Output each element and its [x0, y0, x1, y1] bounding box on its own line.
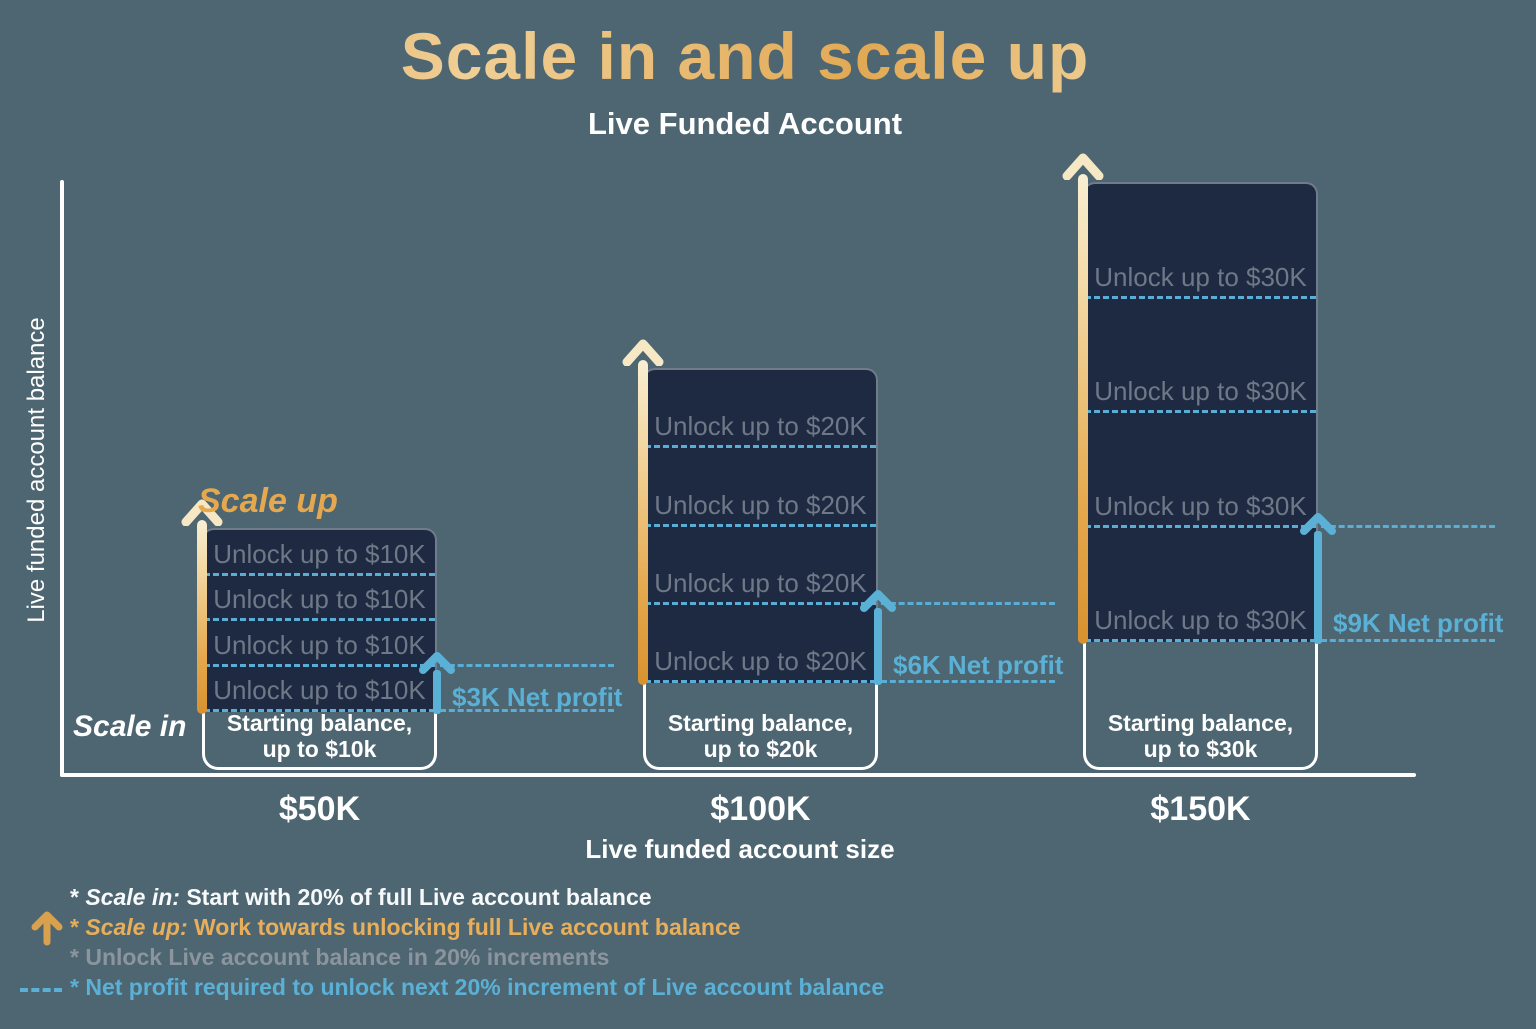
- footnote-scale-in: * Scale in: Start with 20% of full Live …: [70, 884, 652, 911]
- starting-balance-line2: up to $30k: [1143, 735, 1258, 762]
- y-axis-line: [60, 180, 64, 777]
- gold-up-arrow-icon: [31, 911, 63, 946]
- footnote-net-profit: * Net profit required to unlock next 20%…: [70, 974, 884, 1001]
- scale-up-label: Scale up: [198, 482, 338, 520]
- x-tick-150k: $150K: [1150, 790, 1251, 828]
- footnote-star: *: [70, 944, 86, 970]
- x-axis-line: [60, 773, 1416, 777]
- unlock-segment: Unlock up to $10K: [204, 667, 435, 712]
- footnote-text: Unlock Live account balance in 20% incre…: [85, 944, 610, 970]
- unlock-segment: Unlock up to $30K: [1085, 413, 1316, 528]
- unlock-segment: Unlock up to $20K: [645, 448, 876, 527]
- scale-up-arrow-shaft: [1078, 174, 1088, 644]
- x-axis-label: Live funded account size: [585, 834, 895, 864]
- scale-in-label: Scale in: [73, 710, 187, 743]
- footnote-star: *: [70, 974, 86, 1000]
- starting-balance-box-150k: Starting balance, up to $30k: [1083, 642, 1318, 770]
- scale-up-arrow-head-icon: [181, 499, 223, 526]
- net-profit-arrow-head-icon: [1300, 513, 1336, 535]
- net-profit-dash-line: [1321, 525, 1495, 528]
- page-subtitle: Live Funded Account: [587, 106, 903, 141]
- net-profit-label: $6K Net profit: [893, 650, 1064, 680]
- net-profit-label: $3K Net profit: [452, 682, 623, 712]
- unlock-segment: Unlock up to $30K: [1085, 184, 1316, 299]
- net-profit-label: $9K Net profit: [1333, 608, 1504, 638]
- bar-50k: Unlock up to $10K Unlock up to $10K Unlo…: [202, 528, 437, 712]
- footnote-star: *: [70, 884, 86, 910]
- net-profit-arrow-shaft: [874, 608, 882, 685]
- net-profit-arrow-head-icon: [419, 652, 455, 674]
- footnote-text: Start with 20% of full Live account bala…: [179, 884, 652, 910]
- net-profit-arrow-shaft: [433, 670, 441, 714]
- starting-balance-line1: Starting balance,: [1107, 710, 1294, 737]
- x-tick-50k: $50K: [278, 790, 361, 828]
- starting-balance-line2: up to $20k: [703, 735, 818, 762]
- starting-balance-line1: Starting balance,: [667, 710, 854, 737]
- net-profit-arrow-shaft: [1314, 531, 1322, 644]
- unlock-segment: Unlock up to $10K: [204, 621, 435, 667]
- net-profit-arrow-head-icon: [860, 590, 896, 612]
- scale-up-arrow-head-icon: [622, 339, 664, 366]
- net-profit-dash-line: [440, 709, 614, 712]
- y-axis-label: Live funded account balance: [23, 317, 50, 623]
- starting-balance-line2: up to $10k: [262, 735, 377, 762]
- unlock-segment: Unlock up to $20K: [645, 527, 876, 605]
- net-profit-dash-line: [881, 602, 1055, 605]
- unlock-segment: Unlock up to $20K: [645, 605, 876, 683]
- unlock-segment: Unlock up to $20K: [645, 370, 876, 449]
- page-title: Scale in and scale up: [0, 18, 1490, 94]
- footnote-term: Scale up:: [85, 914, 188, 940]
- x-tick-100k: $100K: [710, 790, 811, 828]
- unlock-segment: Unlock up to $30K: [1085, 299, 1316, 413]
- unlock-segment: Unlock up to $30K: [1085, 528, 1316, 642]
- unlock-segment: Unlock up to $10K: [204, 576, 435, 621]
- net-profit-dash-line: [440, 664, 614, 667]
- footnote-scale-up: * Scale up: Work towards unlocking full …: [70, 914, 741, 941]
- footnote-text: Net profit required to unlock next 20% i…: [85, 974, 885, 1000]
- unlock-segment: Unlock up to $10K: [204, 530, 435, 576]
- scale-up-arrow-shaft: [638, 360, 648, 685]
- scale-up-arrow-shaft: [197, 520, 207, 714]
- bar-100k: Unlock up to $20K Unlock up to $20K Unlo…: [643, 368, 878, 683]
- bar-150k: Unlock up to $30K Unlock up to $30K Unlo…: [1083, 182, 1318, 642]
- scale-up-arrow-head-icon: [1062, 153, 1104, 180]
- footnote-term: Scale in:: [85, 884, 180, 910]
- blue-dashed-line-icon: [20, 988, 62, 992]
- starting-balance-line1: Starting balance,: [226, 710, 413, 737]
- net-profit-dash-line: [881, 680, 1055, 683]
- footnote-star: *: [70, 914, 86, 940]
- starting-balance-box-100k: Starting balance, up to $20k: [643, 683, 878, 770]
- footnote-text: Work towards unlocking full Live account…: [187, 914, 741, 940]
- footnote-unlock: * Unlock Live account balance in 20% inc…: [70, 944, 609, 971]
- starting-balance-box-50k: Starting balance, up to $10k: [202, 710, 437, 770]
- net-profit-dash-line: [1321, 639, 1495, 642]
